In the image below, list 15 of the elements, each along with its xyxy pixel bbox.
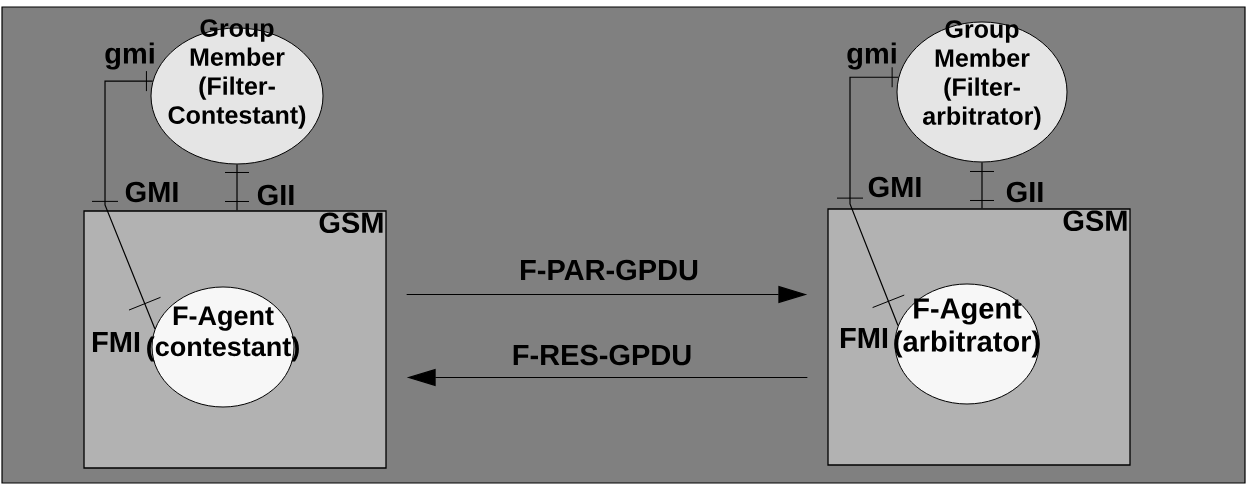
edge-label: F-RES-GPDU	[513, 344, 691, 366]
edge-label: F-PAR-GPDU	[521, 259, 698, 281]
ellipse-node: Group Member (Filter-arbitrator)	[896, 20, 1068, 163]
interface-label: GMI	[868, 176, 921, 198]
interface-line	[224, 163, 250, 211]
interface-label: gmi	[105, 42, 154, 70]
edge-label: GII	[1006, 181, 1043, 203]
interface-label: FMI	[841, 328, 888, 348]
interface-label: GMI	[125, 181, 178, 203]
interface-label: gmi	[847, 42, 896, 70]
interface-line	[91, 70, 162, 330]
interface-line	[969, 161, 995, 209]
interface-label: FMI	[93, 332, 140, 352]
interface-line	[836, 66, 905, 327]
edge-label: GII	[257, 184, 294, 206]
